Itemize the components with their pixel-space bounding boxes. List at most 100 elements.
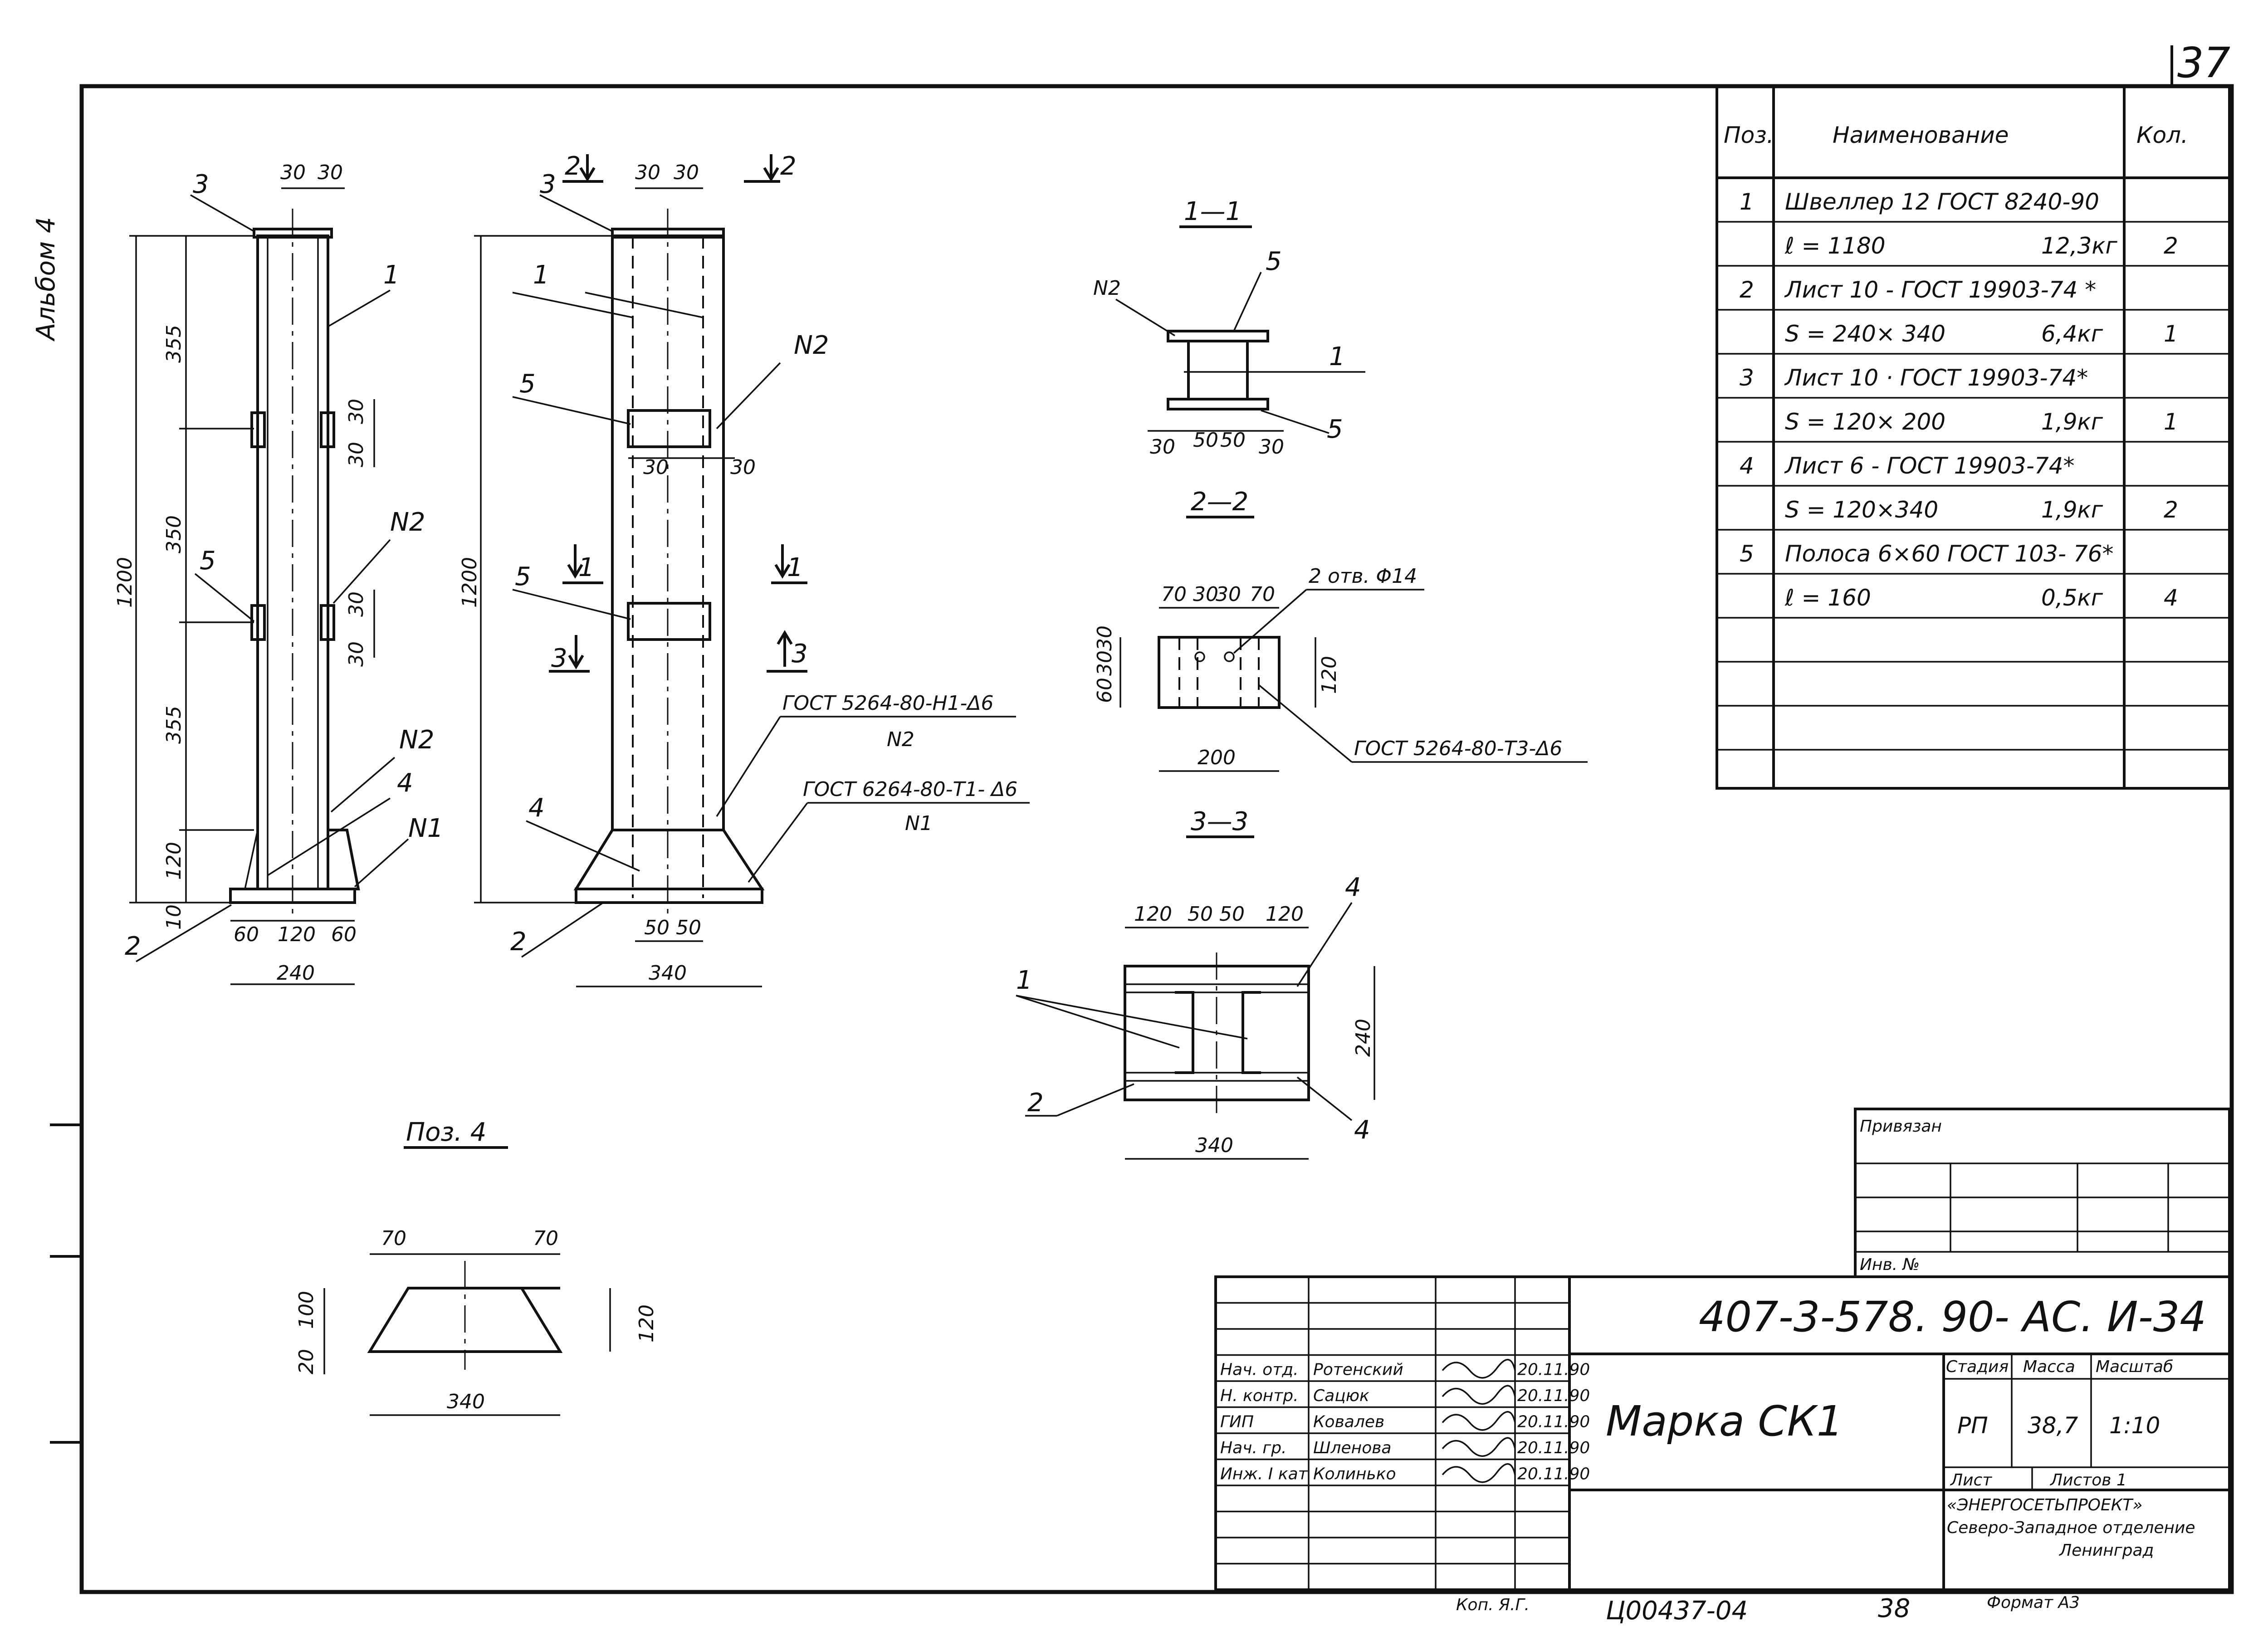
dim-60: 60 bbox=[1093, 678, 1116, 703]
cut-2-label: 2 bbox=[565, 151, 581, 181]
signature-mark bbox=[1442, 1437, 1516, 1457]
dim-30: 30 bbox=[1093, 625, 1116, 651]
copied-by: Коп. Я.Г. bbox=[1456, 1596, 1530, 1614]
signature-date: 20.11.90 bbox=[1517, 1361, 1590, 1379]
cut-arrow bbox=[549, 635, 590, 673]
mass-value: 38,7 bbox=[2028, 1412, 2078, 1439]
dim-60: 60 bbox=[234, 923, 259, 946]
top-plate-pos3 bbox=[1158, 636, 1281, 709]
strip-pos5 bbox=[1167, 398, 1269, 410]
dim-30: 30 bbox=[1259, 435, 1284, 459]
pos-2-label: 2 bbox=[510, 927, 527, 957]
cut-1-label: 1 bbox=[787, 553, 803, 582]
strip-pos5 bbox=[320, 604, 335, 641]
spec-pos: 5 bbox=[1740, 541, 1754, 567]
dim-340: 340 bbox=[649, 962, 687, 985]
spec-mass: 0,5кг bbox=[2041, 585, 2103, 611]
strip-pos5 bbox=[320, 411, 335, 448]
organization-name: «ЭНЕРГОСЕТЬПРОЕКТ» bbox=[1947, 1496, 2142, 1514]
pos-5-label: 5 bbox=[515, 562, 531, 591]
pos-3-label: 3 bbox=[540, 170, 556, 199]
dim-30: 30 bbox=[345, 591, 368, 617]
strip-pos5 bbox=[627, 602, 711, 641]
leader bbox=[512, 292, 633, 318]
pos-5-label: 5 bbox=[519, 369, 536, 399]
leader bbox=[1233, 272, 1262, 332]
leader bbox=[1258, 684, 1353, 763]
pos-1-label: 1 bbox=[383, 260, 400, 290]
spec-pos: 2 bbox=[1740, 277, 1754, 303]
sheet-header: Лист bbox=[1950, 1471, 1992, 1489]
dim-70: 70 bbox=[1161, 583, 1187, 606]
leader bbox=[330, 757, 396, 813]
dim-60: 60 bbox=[331, 923, 357, 946]
dim-70: 70 bbox=[1250, 583, 1275, 606]
cut-3-label: 3 bbox=[551, 644, 567, 673]
dim-30: 30 bbox=[318, 161, 343, 184]
strip-pos5 bbox=[627, 409, 711, 448]
pos-1-label: 1 bbox=[1016, 966, 1032, 995]
bolt-hole bbox=[1194, 651, 1205, 662]
dim-50: 50 bbox=[1219, 903, 1245, 926]
signature-name: Ротенский bbox=[1313, 1361, 1403, 1379]
dim-30: 30 bbox=[674, 161, 699, 184]
spec-name: Лист 10 - ГОСТ 19903-74 * bbox=[1784, 277, 2096, 303]
dim-70: 70 bbox=[533, 1227, 558, 1250]
spec-mass: 1,9кг bbox=[2041, 497, 2103, 523]
gusset-pos4 bbox=[327, 829, 360, 890]
sheet-frame bbox=[79, 84, 2234, 1594]
section-1-1: 1—1 1 N2 5 5 30 50 50 30 bbox=[1093, 197, 1365, 459]
cut-arrow bbox=[744, 154, 780, 183]
cut-2-label: 2 bbox=[780, 151, 797, 181]
weld-note-1: ГОСТ 5264-80-Н1-Δ6 bbox=[782, 692, 994, 715]
dim-120: 120 bbox=[1266, 903, 1304, 926]
dim-30: 30 bbox=[280, 161, 306, 184]
gusset-pos4 bbox=[573, 829, 765, 890]
spec-header-qty: Кол. bbox=[2136, 122, 2188, 148]
weld-note-2-tag: N1 bbox=[905, 812, 933, 835]
section-3-3: 3—3 120 50 50 120 240 340 1 2 4 4 bbox=[1016, 807, 1375, 1160]
spec-pos: 4 bbox=[1740, 453, 1754, 479]
organization-city: Ленинград bbox=[2058, 1541, 2154, 1560]
spec-qty: 1 bbox=[2164, 321, 2178, 347]
signature-date: 20.11.90 bbox=[1517, 1413, 1590, 1431]
leader bbox=[521, 902, 604, 958]
leader bbox=[1016, 995, 1248, 1040]
gusset-pos4-left bbox=[244, 830, 259, 889]
dim-30: 30 bbox=[1150, 435, 1175, 459]
column-front-view: 1200 355 350 355 120 10 30 30 30 30 30 3… bbox=[113, 161, 444, 985]
dim-340: 340 bbox=[447, 1390, 485, 1413]
leader bbox=[190, 194, 254, 232]
leader bbox=[716, 362, 781, 430]
pos-1-label: 1 bbox=[1329, 342, 1345, 371]
spec-qty: 2 bbox=[2164, 233, 2178, 259]
signature-role: Н. контр. bbox=[1220, 1387, 1299, 1405]
section-3-3-title: 3—3 bbox=[1191, 807, 1248, 836]
sheets-header: Листов 1 bbox=[2049, 1471, 2127, 1489]
signature-date: 20.11.90 bbox=[1517, 1439, 1590, 1457]
pos-2-label: 2 bbox=[1027, 1088, 1044, 1118]
signature-role: ГИП bbox=[1220, 1413, 1254, 1431]
dim-50: 50 bbox=[676, 916, 701, 939]
gusset-outline bbox=[367, 1287, 563, 1353]
leader bbox=[1016, 995, 1180, 1049]
section-2-2-title: 2—2 bbox=[1191, 487, 1248, 517]
spec-name: S = 240× 340 bbox=[1785, 321, 1945, 347]
section-2-2: 2—2 70 30 30 70 30 30 60 120 200 2 отв. … bbox=[1093, 487, 1588, 772]
spec-pos: 1 bbox=[1740, 189, 1754, 215]
leader bbox=[1261, 410, 1330, 434]
leader bbox=[1233, 589, 1307, 654]
base-plate-pos2 bbox=[575, 888, 763, 904]
dim-1200: 1200 bbox=[458, 557, 481, 608]
bolt-hole bbox=[1224, 651, 1235, 662]
pos-4-label: 4 bbox=[1345, 873, 1361, 902]
spec-header-name: Наименование bbox=[1833, 122, 2009, 148]
